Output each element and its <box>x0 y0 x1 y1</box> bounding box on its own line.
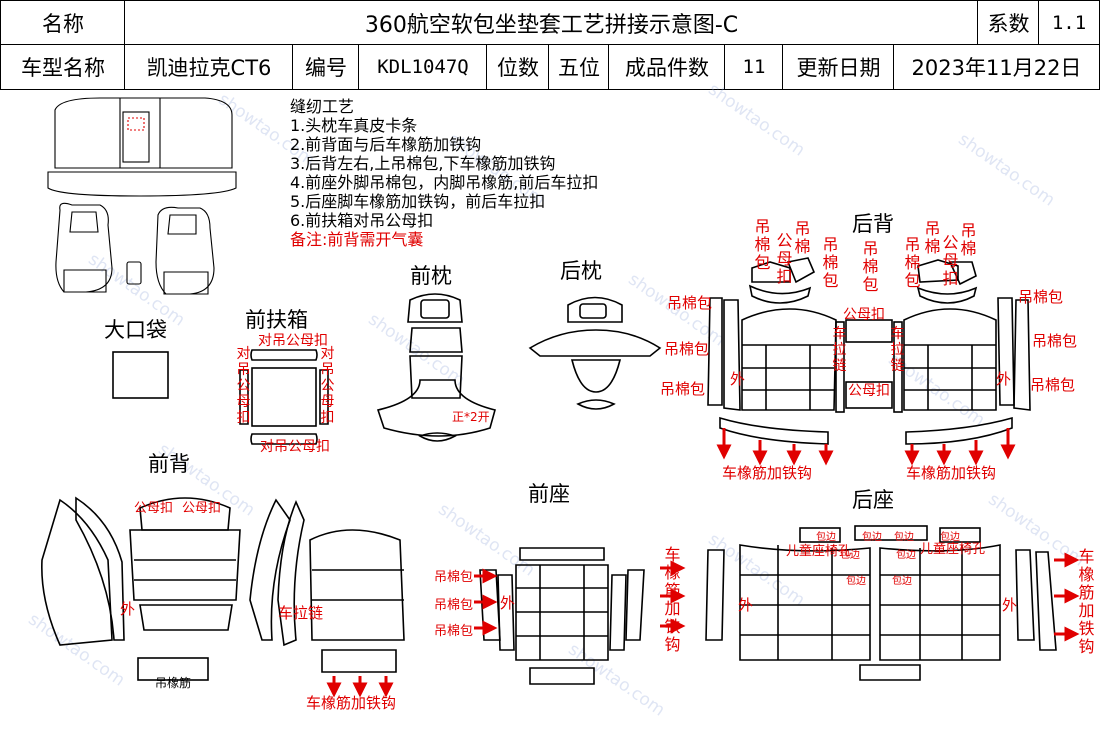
front-seat-pieces <box>479 547 645 685</box>
annotation-child-seat-hole: 儿童座椅孔 <box>920 542 986 557</box>
annotation-hang-cotton-bag: 吊棉包 <box>434 570 474 585</box>
note-item: 6.前扶箱对吊公母扣 <box>290 211 434 230</box>
piece-count-label: 成品件数 <box>608 44 726 90</box>
annotation-outer: 外 <box>120 600 136 618</box>
section-rear-headrest: 后枕 <box>560 259 602 283</box>
annotation-rubber-hook: 车橡筋加铁钩 <box>906 464 997 482</box>
annotation-outer: 外 <box>996 370 1012 388</box>
annotation-wrap-edge: 包边 <box>940 532 960 543</box>
annotation-zipper: 车拉链 <box>278 604 324 622</box>
annotation-hang-cotton-bag: 吊棉包 <box>664 340 710 358</box>
annotation-male-female-buckle-bottom: 对吊公母扣 <box>260 439 330 455</box>
annotation-wrap-edge: 包边 <box>816 532 836 543</box>
annotation-hang-cotton-bag: 吊棉包 <box>904 235 921 290</box>
rubber-hook-arrows <box>326 428 1080 698</box>
sewing-notes: 缝纫工艺 1.头枕车真皮卡条 2.前背面与后车橡筋加铁钩 3.后背左右,上吊棉包… <box>290 97 598 249</box>
annotation-hang-cotton-bag: 吊棉包 <box>434 624 474 639</box>
annotation-car-zipper-left: 车拉链 <box>832 326 847 374</box>
annotation-hang-cotton-bag: 吊棉包 <box>1018 288 1064 306</box>
annotation-male-female-buckle-top: 对吊公母扣 <box>258 333 328 349</box>
car-model-label: 车型名称 <box>0 44 126 90</box>
annotation-front-2-open: 正*2开 <box>452 410 490 424</box>
annotation-wrap-edge: 包边 <box>894 532 914 543</box>
annotation-hang-cotton-bag: 吊棉包 <box>1032 332 1078 350</box>
section-rear-seat: 后座 <box>852 488 894 512</box>
annotation-rubber-hook: 车橡筋加铁钩 <box>306 694 397 712</box>
coef-label: 系数 <box>977 0 1040 46</box>
note-item: 2.前背面与后车橡筋加铁钩 <box>290 135 482 154</box>
annotation-wrap-edge: 包边 <box>846 576 866 587</box>
note-item: 3.后背左右,上吊棉包,下车橡筋加铁钩 <box>290 154 556 173</box>
annotation-outer: 外 <box>730 370 746 388</box>
section-front-back: 前背 <box>148 452 190 476</box>
annotation-rubber-hook-vertical: 车橡筋加铁钩 <box>664 545 681 654</box>
coef-value: 1.1 <box>1038 0 1100 46</box>
section-front-seat: 前座 <box>528 482 570 506</box>
annotation-car-zipper-right: 车拉链 <box>890 326 905 374</box>
annotation-public-buckle-bottom: 公母扣 <box>848 383 890 399</box>
section-big-pocket: 大口袋 <box>104 318 167 342</box>
annotation-male-female-buckle: 公母扣 <box>182 501 222 516</box>
notes-remark: 备注:前背需开气囊 <box>290 230 424 249</box>
annotation-rubber-hook-vertical: 车橡筋加铁钩 <box>1078 547 1095 656</box>
seat-count-label: 位数 <box>486 44 550 90</box>
annotation-hang-cotton-bag: 吊棉包 <box>1030 376 1076 394</box>
annotation-hang-cotton: 吊棉 <box>924 219 941 256</box>
big-pocket-piece <box>112 351 169 399</box>
annotation-outer: 外 <box>1002 596 1018 614</box>
annotation-hang-cotton-bag: 吊棉包 <box>754 217 771 272</box>
annotation-male-female-buckle: 公母扣 <box>776 231 793 286</box>
rear-headrest-pieces <box>528 296 662 410</box>
annotation-hang-rubber: 吊橡筋 <box>155 676 192 690</box>
annotation-hang-cotton-bag: 吊棉包 <box>822 235 839 290</box>
front-headrest-pieces <box>376 293 496 442</box>
annotation-wrap-edge: 包边 <box>862 532 882 543</box>
annotation-wrap-edge: 包边 <box>896 550 916 561</box>
section-front-armrest: 前扶箱 <box>245 308 308 332</box>
annotation-hang-cotton: 吊棉 <box>960 221 977 258</box>
note-item: 4.前座外脚吊棉包，内脚吊橡筋,前后车拉扣 <box>290 173 599 192</box>
notes-title: 缝纫工艺 <box>290 97 355 116</box>
piece-count-value: 11 <box>724 44 784 90</box>
rear-seat-pieces <box>705 525 1057 681</box>
annotation-outer: 外 <box>500 594 516 612</box>
annotation-child-seat-hole: 儿童座椅孔 <box>786 544 852 559</box>
code-label: 编号 <box>292 44 360 90</box>
section-rear-back: 后背 <box>852 212 894 236</box>
seat-overview-illustration <box>47 97 237 295</box>
annotation-rubber-hook: 车橡筋加铁钩 <box>722 464 813 482</box>
annotation-hang-cotton: 吊棉 <box>794 219 811 256</box>
annotation-wrap-edge: 包边 <box>892 576 912 587</box>
annotation-male-female-buckle-right: 对吊公母扣 <box>320 346 335 426</box>
annotation-male-female-buckle: 公母扣 <box>942 233 959 288</box>
seat-count-value: 五位 <box>548 44 610 90</box>
annotation-public-buckle-top: 公母扣 <box>843 307 885 323</box>
front-back-pieces <box>41 496 405 681</box>
note-item: 1.头枕车真皮卡条 <box>290 116 418 135</box>
rear-back-pieces <box>707 257 1031 445</box>
note-item: 5.后座脚车橡筋加铁钩，前后车拉扣 <box>290 192 546 211</box>
front-armrest-pieces <box>239 349 329 445</box>
annotation-male-female-buckle: 公母扣 <box>134 501 174 516</box>
annotation-hang-cotton-bag: 吊棉包 <box>862 239 879 294</box>
section-front-headrest: 前枕 <box>410 264 452 288</box>
annotation-hang-cotton-bag: 吊棉包 <box>660 380 706 398</box>
annotation-wrap-edge: 包边 <box>840 550 860 561</box>
annotation-hang-cotton-bag: 吊棉包 <box>667 294 713 312</box>
annotation-outer: 外 <box>738 596 754 614</box>
code-value: KDL1047Q <box>358 44 488 90</box>
name-label: 名称 <box>0 0 126 46</box>
annotation-male-female-buckle-left: 对吊公母扣 <box>236 346 251 426</box>
annotation-hang-cotton-bag: 吊棉包 <box>434 598 474 613</box>
